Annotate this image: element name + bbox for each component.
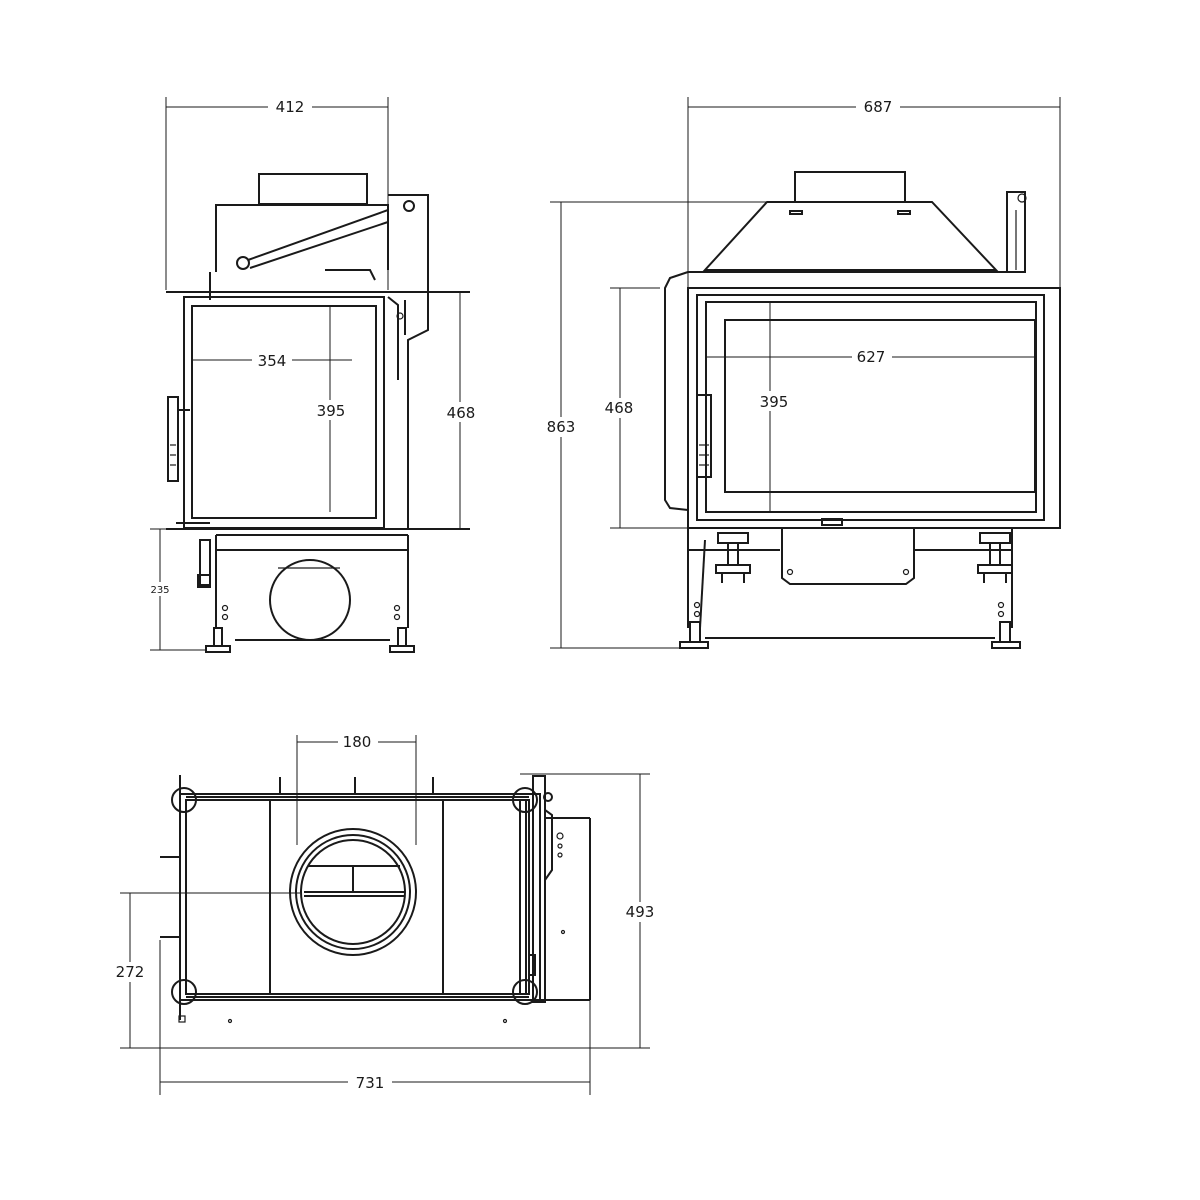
front-width-label: 687 <box>864 98 893 116</box>
front-glass-height-label: 395 <box>760 393 789 411</box>
front-total-height-label: 863 <box>547 418 576 436</box>
side-leg-height-label: 235 <box>150 585 169 596</box>
top-depth-label: 493 <box>626 903 655 921</box>
top-view: 180 <box>112 731 660 1095</box>
top-flue-diameter-label: 180 <box>343 733 372 751</box>
top-offset-label: 272 <box>116 963 145 981</box>
front-height-label: 468 <box>605 399 634 417</box>
side-view: 412 <box>145 97 482 653</box>
side-glass-height-label: 395 <box>317 402 346 420</box>
top-width-label: 731 <box>356 1074 385 1092</box>
side-height-label: 468 <box>447 404 476 422</box>
side-glass-width-label: 354 <box>258 352 287 370</box>
front-view: 687 <box>541 97 1061 649</box>
side-width-label: 412 <box>276 98 305 116</box>
front-glass-width-label: 627 <box>857 348 886 366</box>
